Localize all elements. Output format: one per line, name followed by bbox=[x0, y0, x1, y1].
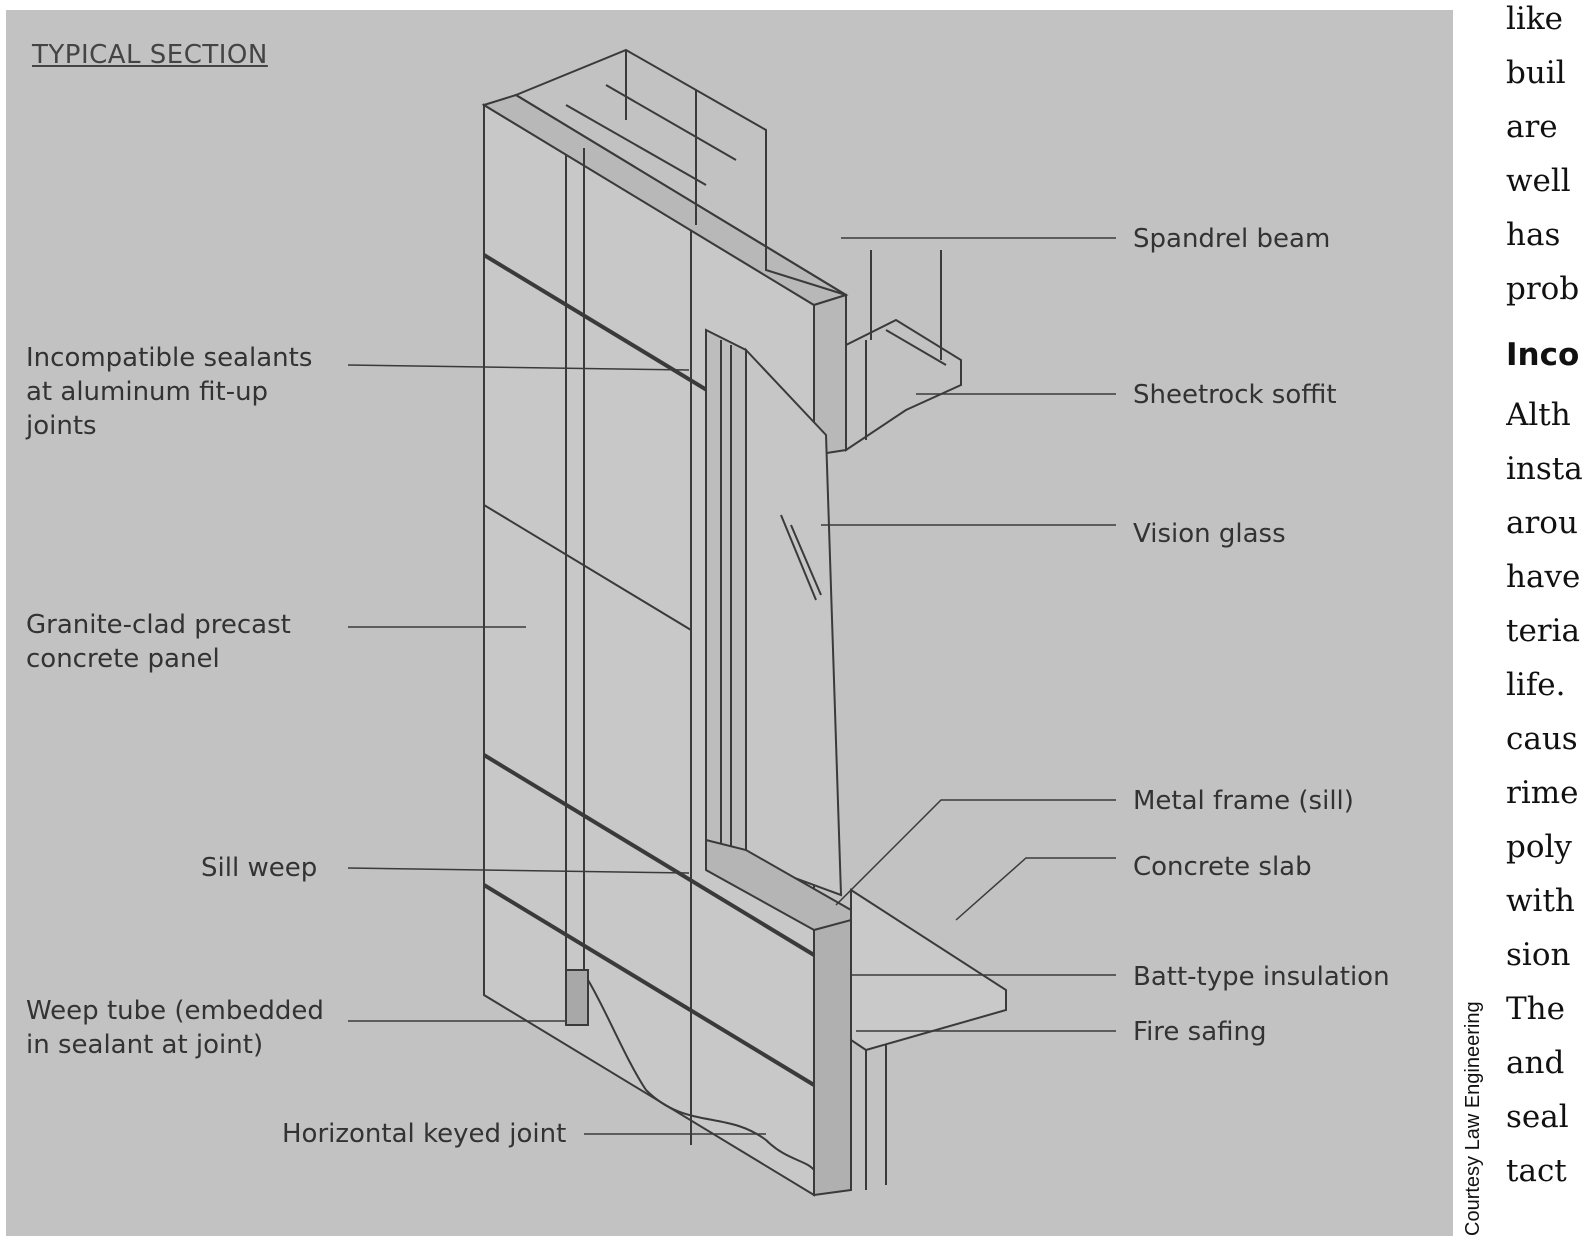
leader-incompatible-sealants bbox=[347, 364, 690, 371]
label-granite-panel: Granite-clad precast concrete panel bbox=[26, 610, 291, 674]
section-heading: Inco bbox=[1506, 337, 1580, 373]
label-horizontal-joint: Horizontal keyed joint bbox=[282, 1119, 567, 1149]
concrete-slab bbox=[850, 888, 1007, 1052]
horizontal-joint bbox=[483, 504, 692, 631]
window-frame bbox=[705, 328, 747, 862]
glass-reflection bbox=[780, 514, 817, 601]
body-line: The bbox=[1506, 991, 1565, 1027]
body-line: poly bbox=[1506, 829, 1572, 865]
body-line: well bbox=[1506, 163, 1571, 199]
weep-tube-block bbox=[565, 969, 589, 1026]
label-vision-glass: Vision glass bbox=[1133, 519, 1286, 549]
spandrel-line bbox=[605, 84, 737, 161]
spandrel-line bbox=[565, 104, 707, 186]
body-line: has bbox=[1506, 217, 1561, 253]
label-weep-tube: Weep tube (embedded in sealant at joint) bbox=[26, 996, 324, 1060]
break-line bbox=[587, 979, 815, 1171]
vision-glass bbox=[745, 347, 843, 897]
wall-section-drawing bbox=[347, 48, 1116, 1197]
body-line: like bbox=[1506, 1, 1563, 37]
diagram-title: TYPICAL SECTION bbox=[32, 40, 268, 70]
label-fire-safing: Fire safing bbox=[1133, 1017, 1267, 1047]
body-line: with bbox=[1506, 883, 1575, 919]
label-sheetrock-soffit: Sheetrock soffit bbox=[1133, 380, 1337, 410]
body-line: life. bbox=[1506, 667, 1566, 703]
body-line: prob bbox=[1506, 271, 1580, 307]
glass-reflection bbox=[790, 524, 822, 596]
leader-metal-frame bbox=[835, 799, 1116, 906]
panel-lower-edge bbox=[813, 918, 852, 1197]
body-line: seal bbox=[1506, 1099, 1569, 1135]
body-line: have bbox=[1506, 559, 1581, 595]
soffit-framing bbox=[845, 318, 962, 452]
body-line: and bbox=[1506, 1045, 1565, 1081]
photo-credit: Courtesy Law Engineering bbox=[1462, 1001, 1484, 1236]
horizontal-joint bbox=[482, 883, 816, 1087]
body-line: buil bbox=[1506, 55, 1566, 91]
body-line: tact bbox=[1506, 1153, 1567, 1189]
label-concrete-slab: Concrete slab bbox=[1133, 852, 1312, 882]
body-line: Alth bbox=[1506, 397, 1571, 433]
body-text-column: like buil are well has prob Inco Alth in… bbox=[1506, 0, 1582, 1198]
body-line: sion bbox=[1506, 937, 1571, 973]
body-line: arou bbox=[1506, 505, 1578, 541]
body-line: insta bbox=[1506, 451, 1582, 487]
body-line: caus bbox=[1506, 721, 1578, 757]
body-line: teria bbox=[1506, 613, 1581, 649]
diagram-figure: TYPICAL SECTION Incompatible sealants at… bbox=[6, 10, 1453, 1236]
soffit-line bbox=[885, 329, 947, 366]
leader-sill-weep bbox=[347, 867, 690, 874]
label-batt-insulation: Batt-type insulation bbox=[1133, 962, 1390, 992]
label-metal-frame: Metal frame (sill) bbox=[1133, 786, 1354, 816]
label-incompatible-sealants: Incompatible sealants at aluminum fit-up… bbox=[26, 343, 313, 441]
leader-concrete-slab bbox=[955, 857, 1116, 921]
body-line: rime bbox=[1506, 775, 1579, 811]
label-spandrel-beam: Spandrel beam bbox=[1133, 224, 1331, 254]
horizontal-joint bbox=[482, 753, 816, 957]
body-line: are bbox=[1506, 109, 1558, 145]
label-sill-weep: Sill weep bbox=[201, 853, 318, 883]
spandrel-structure bbox=[513, 48, 847, 296]
